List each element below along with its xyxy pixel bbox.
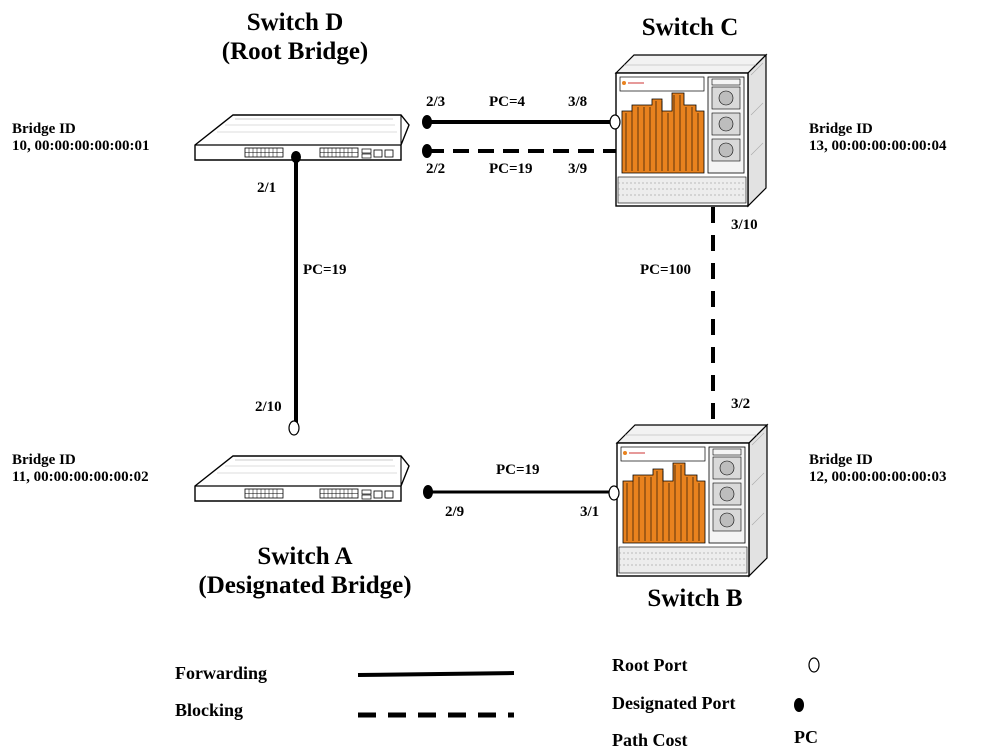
legend-root-port-label: Root Port: [612, 655, 688, 675]
port-label: 3/10: [731, 217, 758, 233]
switch-b-name: Switch B: [647, 585, 743, 612]
legend-designated-port-icon: [794, 698, 804, 712]
bridge-id-value: 12, 00:00:00:00:00:03: [809, 469, 947, 485]
switch-a-name: Switch A: [257, 543, 353, 570]
port-label: 2/1: [257, 180, 277, 196]
root-port-marker: [609, 114, 621, 130]
switch-a-icon: [194, 455, 410, 502]
legend-forwarding-label: Forwarding: [175, 663, 267, 683]
path-cost-label: PC=4: [489, 94, 526, 110]
port-label: 3/9: [568, 161, 588, 177]
bridge-id-label: Bridge ID: [12, 121, 76, 137]
designated-port-marker: [291, 151, 301, 163]
port-label: 3/1: [580, 504, 600, 520]
port-label: 2/9: [445, 504, 465, 520]
legend-path-cost-label: Path Cost: [612, 730, 688, 750]
bridge-id-label: Bridge ID: [809, 121, 873, 137]
legend-root-port-icon: [808, 657, 820, 673]
legend-designated-port-label: Designated Port: [612, 693, 736, 713]
path-cost-label: PC=100: [640, 262, 692, 278]
port-label: 2/3: [426, 94, 446, 110]
root-port-marker: [608, 485, 620, 501]
port-label: 2/10: [255, 399, 282, 415]
switch-c-bridge-id: Bridge ID 13, 00:00:00:00:00:04: [809, 121, 946, 155]
port-label: 3/2: [731, 396, 751, 412]
bridge-id-value: 10, 00:00:00:00:00:01: [12, 138, 150, 154]
port-label: 2/2: [426, 161, 446, 177]
switch-b-icon: [616, 424, 768, 577]
root-port-marker: [288, 420, 300, 436]
bridge-id-value: 11, 00:00:00:00:00:02: [12, 469, 149, 485]
switch-d-icon: [194, 114, 410, 161]
switch-d-title: Switch D (Root Bridge): [200, 8, 390, 66]
designated-port-marker: [422, 144, 432, 158]
switch-a-role: (Designated Bridge): [198, 572, 412, 599]
legend-path-cost-abbr: PC: [794, 727, 818, 747]
switch-c-icon: [615, 54, 767, 207]
bridge-id-value: 13, 00:00:00:00:00:04: [809, 138, 947, 154]
switch-d-name: Switch D: [246, 9, 344, 36]
path-cost-label: PC=19: [489, 161, 533, 177]
legend-forwarding-line: [357, 671, 515, 677]
switch-c-name: Switch C: [641, 14, 739, 41]
switch-d-role: (Root Bridge): [221, 38, 369, 65]
switch-a-title: Switch A (Designated Bridge): [170, 542, 440, 600]
path-cost-label: PC=19: [303, 262, 347, 278]
bridge-id-label: Bridge ID: [12, 452, 76, 468]
path-cost-label: PC=19: [496, 462, 540, 478]
port-label: 3/8: [568, 94, 588, 110]
designated-port-marker: [422, 115, 432, 129]
legend-blocking-label: Blocking: [175, 700, 244, 720]
switch-a-bridge-id: Bridge ID 11, 00:00:00:00:00:02: [12, 452, 149, 486]
switch-d-bridge-id: Bridge ID 10, 00:00:00:00:00:01: [12, 121, 149, 155]
designated-port-marker: [423, 485, 433, 499]
bridge-id-label: Bridge ID: [809, 452, 873, 468]
switch-b-bridge-id: Bridge ID 12, 00:00:00:00:00:03: [809, 452, 946, 486]
